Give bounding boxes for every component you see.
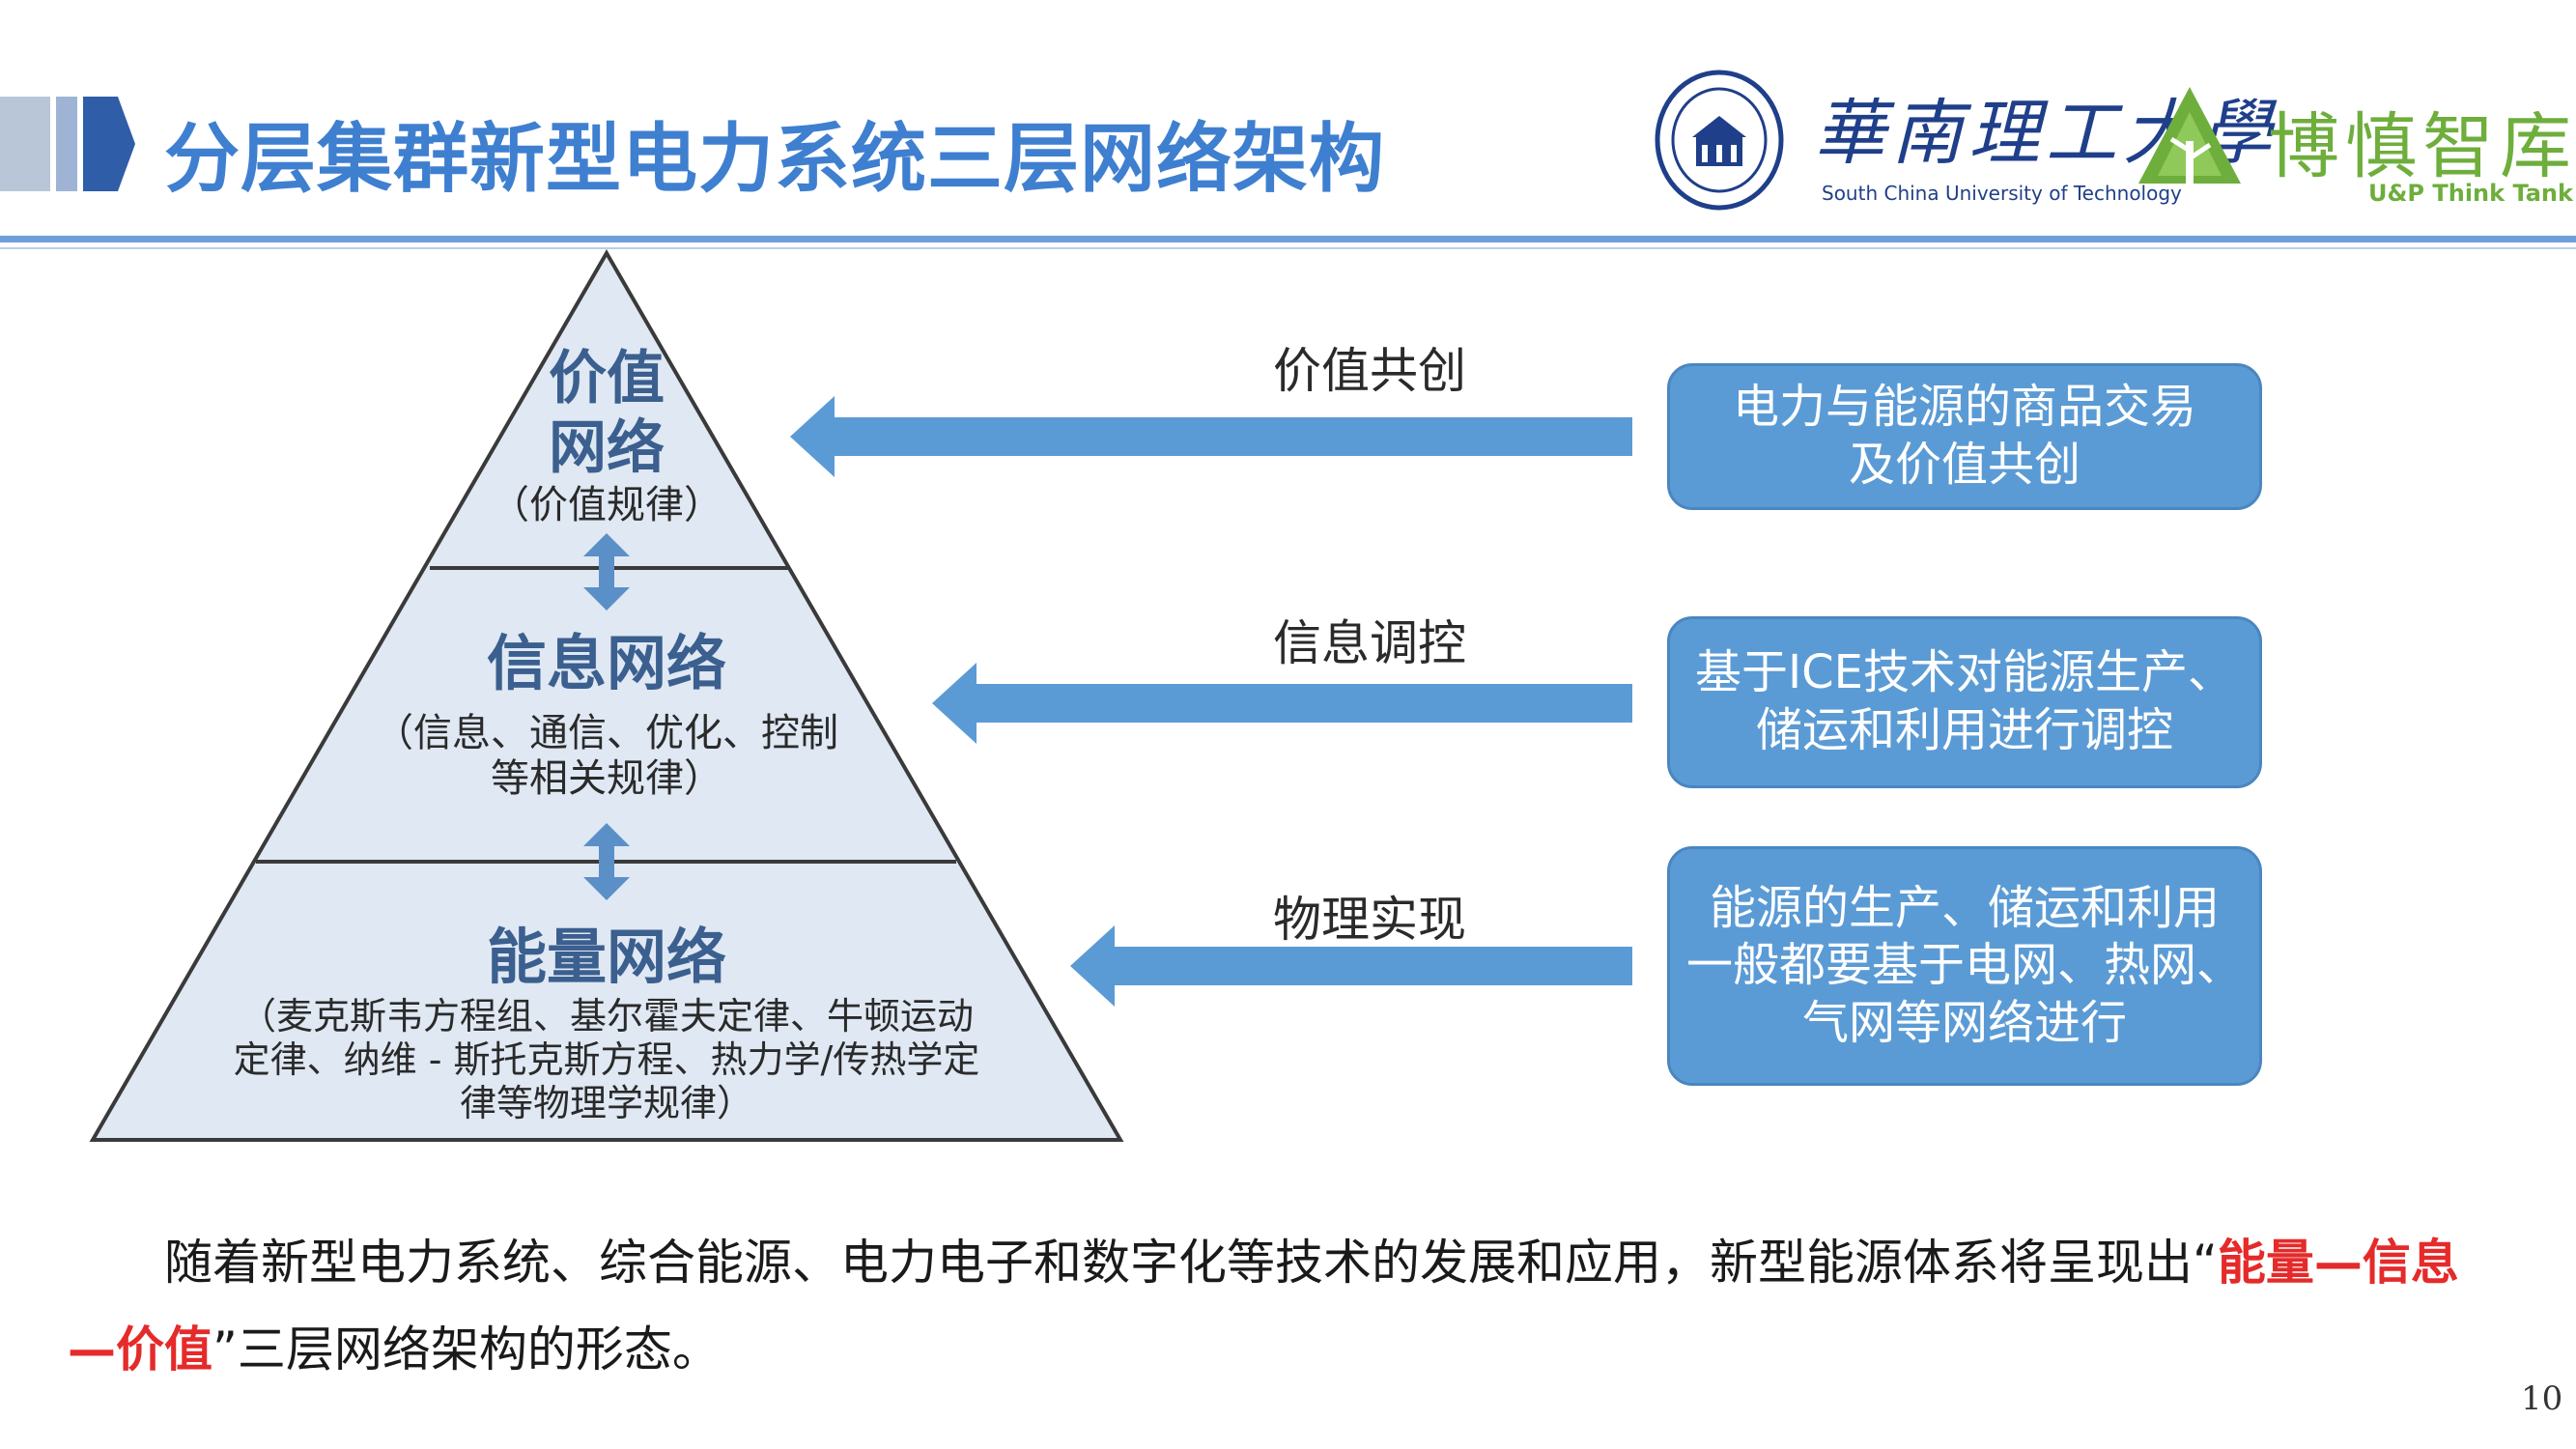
box-ice-control-line2: 储运和利用进行调控 <box>1755 703 2173 757</box>
box-physical-networks-line3: 气网等网络进行 <box>1801 995 2127 1050</box>
header-divider <box>0 236 2576 242</box>
energy-network-note: （麦克斯韦方程组、基尔霍夫定律、牛顿运动 定律、纳维 - 斯托克斯方程、热力学/… <box>162 995 1051 1124</box>
summary-text-after: ”三层网络架构的形态。 <box>212 1321 721 1378</box>
information-network-note-line2: 等相关规律） <box>491 756 722 802</box>
think-tank-name: 博慎智库 <box>2268 105 2576 188</box>
double-arrow-vertical-icon <box>583 823 630 900</box>
university-english-name: South China University of Technology <box>1822 182 2182 205</box>
university-seal-icon <box>1654 68 1785 213</box>
arrow-label-information-control: 信息调控 <box>1273 615 1466 671</box>
energy-network-note-line1: （麦克斯韦方程组、基尔霍夫定律、牛顿运动 <box>239 995 974 1037</box>
page-title: 分层集群新型电力系统三层网络架构 <box>164 116 1386 203</box>
header-accent-bars <box>0 97 135 191</box>
box-physical-networks-line2: 一般都要基于电网、热网、 <box>1685 938 2243 993</box>
summary-text-before: 随着新型电力系统、综合能源、电力电子和数字化等技术的发展和应用，新型能源体系将呈… <box>164 1235 2218 1291</box>
summary-highlight: 能量—信息—价值 <box>68 1235 2459 1378</box>
header-divider-thin <box>0 247 2576 249</box>
energy-network-note-line2: 定律、纳维 - 斯托克斯方程、热力学/传热学定 <box>233 1037 980 1081</box>
box-ice-control: 基于ICE技术对能源生产、 储运和利用进行调控 <box>1667 616 2262 788</box>
box-value-trading-line2: 及价值共创 <box>1848 438 2081 492</box>
left-arrow-icon <box>1070 925 1632 1007</box>
information-network-note-line1: （信息、通信、优化、控制 <box>375 711 838 755</box>
left-arrow-icon <box>932 663 1632 744</box>
think-tank-english-name: U&P Think Tank <box>2368 180 2573 207</box>
box-physical-networks: 能源的生产、储运和利用 一般都要基于电网、热网、 气网等网络进行 <box>1667 846 2262 1086</box>
box-ice-control-line1: 基于ICE技术对能源生产、 <box>1694 645 2234 700</box>
green-tree-logo-icon <box>2137 83 2243 189</box>
double-arrow-vertical-icon <box>583 533 630 611</box>
value-network-title-line1: 价值 <box>549 345 665 412</box>
energy-network-title: 能量网络 <box>486 922 726 992</box>
information-network-title: 信息网络 <box>486 628 726 698</box>
arrow-label-value-co-creation: 价值共创 <box>1273 343 1466 399</box>
value-network-title-line2: 网络 <box>549 414 665 482</box>
summary-paragraph: 随着新型电力系统、综合能源、电力电子和数字化等技术的发展和应用，新型能源体系将呈… <box>68 1219 2502 1393</box>
value-network-note: （价值规律） <box>491 483 722 527</box>
pyramid-shape <box>89 249 1124 1142</box>
energy-network-note-line3: 律等物理学规律） <box>459 1081 753 1124</box>
left-arrow-icon <box>790 396 1632 477</box>
box-value-trading-line1: 电力与能源的商品交易 <box>1732 380 2196 435</box>
box-physical-networks-line1: 能源的生产、储运和利用 <box>1709 880 2220 935</box>
page-number: 10 <box>2521 1379 2563 1418</box>
information-network-note: （信息、通信、优化、控制 等相关规律） <box>328 711 885 802</box>
arrow-label-physical-realization: 物理实现 <box>1273 892 1466 948</box>
header-accent-shape <box>0 97 135 191</box>
value-network-title: 价值 网络 <box>529 344 684 483</box>
box-value-trading: 电力与能源的商品交易 及价值共创 <box>1667 363 2262 510</box>
